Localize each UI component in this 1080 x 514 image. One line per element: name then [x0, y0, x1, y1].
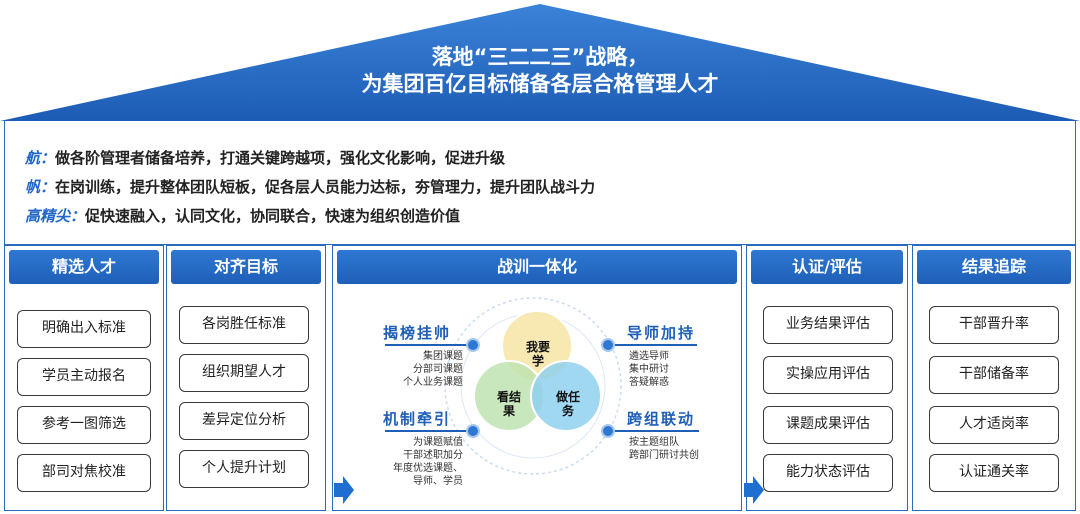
- venn-diagram: [444, 297, 622, 475]
- venn-label-learn: 我要 学: [525, 340, 550, 368]
- item-pill: 人才适岗率: [929, 406, 1059, 444]
- item-pill: 干部储备率: [929, 356, 1059, 394]
- flow-arrow-icon: [334, 476, 354, 504]
- pillar-title: 精选人才: [9, 250, 159, 284]
- pillar-title: 对齐目标: [171, 250, 321, 284]
- clock-icon: [466, 424, 480, 438]
- target-icon: [466, 338, 480, 352]
- item-pill: 部司对焦校准: [17, 454, 151, 492]
- principle-hang: 航：做各阶管理者储备培养，打通关键跨越项，强化文化影响，促进升级: [25, 149, 506, 167]
- venn-label-task: 做任 务: [555, 390, 580, 418]
- connector-line: [607, 344, 697, 346]
- block-sub-mentor: 遴选导师 集中研讨 答疑解惑: [629, 351, 669, 388]
- block-sub-mechanism: 为课题赋值 干部述职加分 年度优选课题、 导师、学员: [393, 437, 463, 487]
- item-pill: 认证通关率: [929, 454, 1059, 492]
- pillar-title: 结果追踪: [917, 250, 1071, 284]
- block-sub-crossgroup: 按主题组队 跨部门研讨共创: [629, 437, 699, 461]
- block-sub-jiebang: 集团课题 分部司课题 个人业务课题: [403, 351, 463, 388]
- item-pill: 课题成果评估: [763, 406, 893, 444]
- venn-label-result: 看结 果: [496, 390, 521, 418]
- item-pill: 参考一图筛选: [17, 406, 151, 444]
- item-pill: 业务结果评估: [763, 306, 893, 344]
- connector-line: [385, 344, 469, 346]
- pillar-title: 战训一体化: [337, 250, 737, 284]
- item-pill: 学员主动报名: [17, 358, 151, 396]
- mentor-icon: [601, 338, 615, 352]
- pillar-certify-evaluate: 认证/评估 业务结果评估 实操应用评估 课题成果评估 能力状态评估: [746, 245, 908, 511]
- item-pill: 实操应用评估: [763, 356, 893, 394]
- principles-band: 航：做各阶管理者储备培养，打通关键跨越项，强化文化影响，促进升级 帆：在岗训练，…: [4, 121, 1076, 245]
- block-title-jiebang: 揭榜挂帅: [383, 324, 452, 342]
- venn-circle-task: [530, 360, 602, 432]
- flow-arrow-icon: [744, 476, 764, 504]
- pillar-training-integration: 战训一体化 我要 学 看结 果 做任 务 揭榜挂帅 集团课题 分部司课题 个人业…: [332, 245, 742, 511]
- bulb-icon: [601, 424, 615, 438]
- pillar-title: 认证/评估: [751, 250, 903, 284]
- pillar-result-tracking: 结果追踪 干部晋升率 干部储备率 人才适岗率 认证通关率: [912, 245, 1076, 511]
- item-pill: 各岗胜任标准: [179, 306, 309, 344]
- roof-title-line1: 落地“三二二三”战略，: [431, 45, 649, 69]
- roof-title-line2: 为集团百亿目标储备各层合格管理人才: [361, 72, 719, 96]
- item-pill: 明确出入标准: [17, 310, 151, 348]
- principle-gaojingjian: 高精尖：促快速融入，认同文化，协同联合，快速为组织创造价值: [25, 207, 461, 225]
- block-title-crossgroup: 跨组联动: [627, 410, 696, 428]
- connector-line: [385, 430, 469, 432]
- block-title-mentor: 导师加持: [627, 324, 696, 342]
- item-pill: 差异定位分析: [179, 402, 309, 440]
- pillar-select-talent: 精选人才 明确出入标准 学员主动报名 参考一图筛选 部司对焦校准: [4, 245, 164, 511]
- connector-line: [607, 430, 699, 432]
- roof-title: 落地“三二二三”战略， 为集团百亿目标储备各层合格管理人才: [0, 44, 1080, 98]
- pillar-align-goals: 对齐目标 各岗胜任标准 组织期望人才 差异定位分析 个人提升计划: [166, 245, 326, 511]
- item-pill: 个人提升计划: [179, 450, 309, 488]
- block-title-mechanism: 机制牵引: [383, 410, 452, 428]
- roof-banner: [0, 4, 1080, 121]
- item-pill: 组织期望人才: [179, 354, 309, 392]
- item-pill: 干部晋升率: [929, 306, 1059, 344]
- principle-fan: 帆：在岗训练，提升整体团队短板，促各层人员能力达标，夯管理力，提升团队战斗力: [25, 178, 596, 196]
- item-pill: 能力状态评估: [763, 454, 893, 492]
